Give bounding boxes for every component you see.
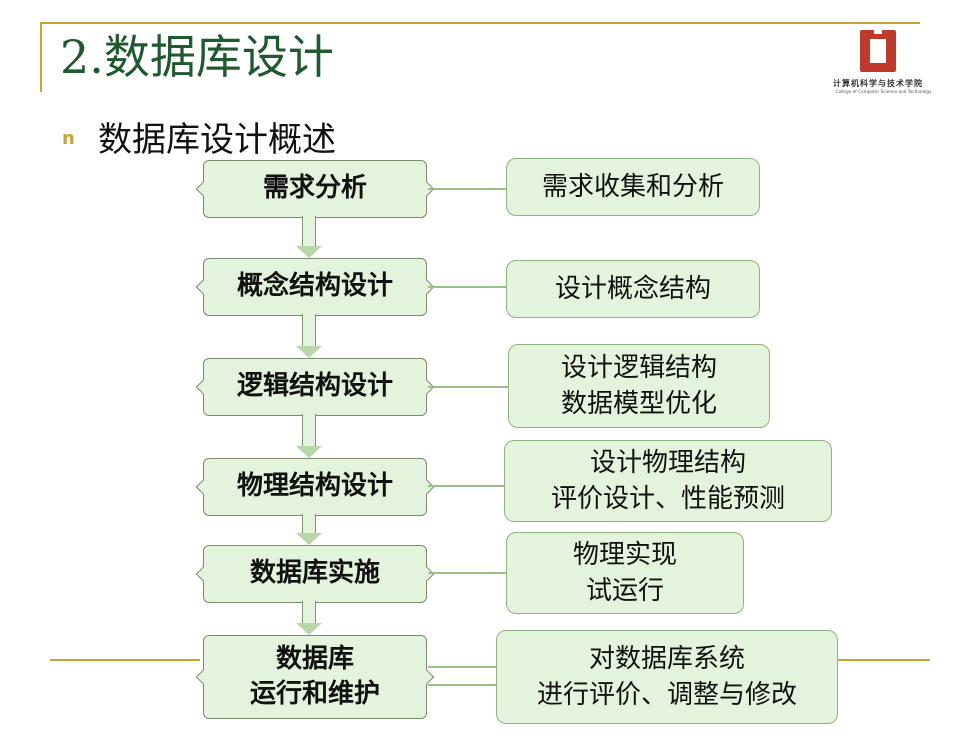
- step-implementation: 数据库实施: [203, 545, 427, 603]
- page-title: 2.数据库设计: [60, 30, 334, 84]
- step-label: 物理结构设计: [236, 471, 393, 502]
- down-arrow-icon: [296, 216, 322, 258]
- connector-line: [428, 572, 506, 574]
- desc-requirements: 需求收集和分析: [506, 158, 760, 216]
- college-logo: 计算机科学与技术学院 College of Computer Science a…: [828, 28, 932, 95]
- desc-operation: 对数据库系统 进行评价、调整与修改: [496, 630, 838, 724]
- step-label: 逻辑结构设计: [236, 371, 393, 402]
- down-arrow-icon: [296, 514, 322, 545]
- bottom-rule-right: [836, 659, 930, 661]
- connector-line: [428, 386, 508, 388]
- down-arrow-icon: [296, 414, 322, 458]
- connector-line: [428, 286, 506, 288]
- left-rule: [40, 22, 42, 92]
- step-requirements: 需求分析: [203, 160, 427, 218]
- connector-line: [428, 666, 496, 668]
- desc-implementation: 物理实现 试运行: [506, 532, 744, 614]
- bullet-icon: n: [62, 128, 75, 149]
- desc-logical: 设计逻辑结构 数据模型优化: [508, 344, 770, 428]
- step-logical: 逻辑结构设计: [203, 358, 427, 416]
- bottom-rule-left: [50, 659, 200, 661]
- step-physical: 物理结构设计: [203, 458, 427, 516]
- step-label: 需求分析: [262, 173, 367, 204]
- desc-conceptual: 设计概念结构: [506, 260, 760, 318]
- logo-mark-icon: [858, 28, 898, 74]
- step-label: 数据库 运行和维护: [249, 643, 380, 709]
- step-label: 概念结构设计: [236, 271, 393, 302]
- section-subtitle: 数据库设计概述: [98, 120, 336, 160]
- connector-line: [428, 684, 496, 686]
- top-rule: [40, 22, 920, 24]
- step-conceptual: 概念结构设计: [203, 258, 427, 316]
- step-label: 数据库实施: [249, 558, 380, 589]
- connector-line: [428, 188, 506, 190]
- connector-line: [428, 485, 504, 487]
- step-operation: 数据库 运行和维护: [203, 635, 427, 719]
- down-arrow-icon: [296, 314, 322, 358]
- down-arrow-icon: [296, 601, 322, 635]
- logo-english: College of Computer Science and Technolo…: [835, 89, 932, 95]
- desc-physical: 设计物理结构 评价设计、性能预测: [504, 440, 832, 522]
- logo-name: 计算机科学与技术学院: [833, 79, 923, 88]
